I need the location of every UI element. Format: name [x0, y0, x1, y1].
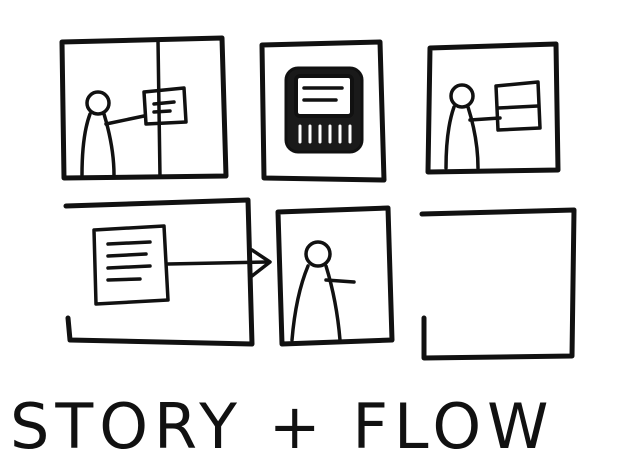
board-icon — [142, 86, 188, 126]
person-icon — [444, 83, 502, 170]
panel-2-2 — [275, 205, 395, 347]
panel-frame — [259, 39, 387, 183]
panel-1-3 — [425, 41, 561, 175]
panel-frame — [275, 205, 395, 347]
device-icon — [284, 66, 364, 154]
panel-2-3 — [419, 207, 577, 361]
document-icon — [92, 224, 170, 306]
panel-frame — [63, 197, 255, 347]
panel-divider — [156, 38, 162, 179]
panel-1-2 — [259, 39, 387, 183]
caption: STORY + FLOW — [10, 390, 554, 461]
panel-frame — [419, 207, 577, 361]
person-icon — [290, 240, 356, 342]
arrow-icon — [166, 248, 272, 278]
panel-frame — [425, 41, 561, 175]
panel-2-1 — [63, 197, 272, 347]
panel-frame — [59, 35, 229, 181]
panel-1-1 — [59, 35, 229, 181]
board-icon — [494, 80, 542, 132]
person-icon — [80, 90, 146, 177]
